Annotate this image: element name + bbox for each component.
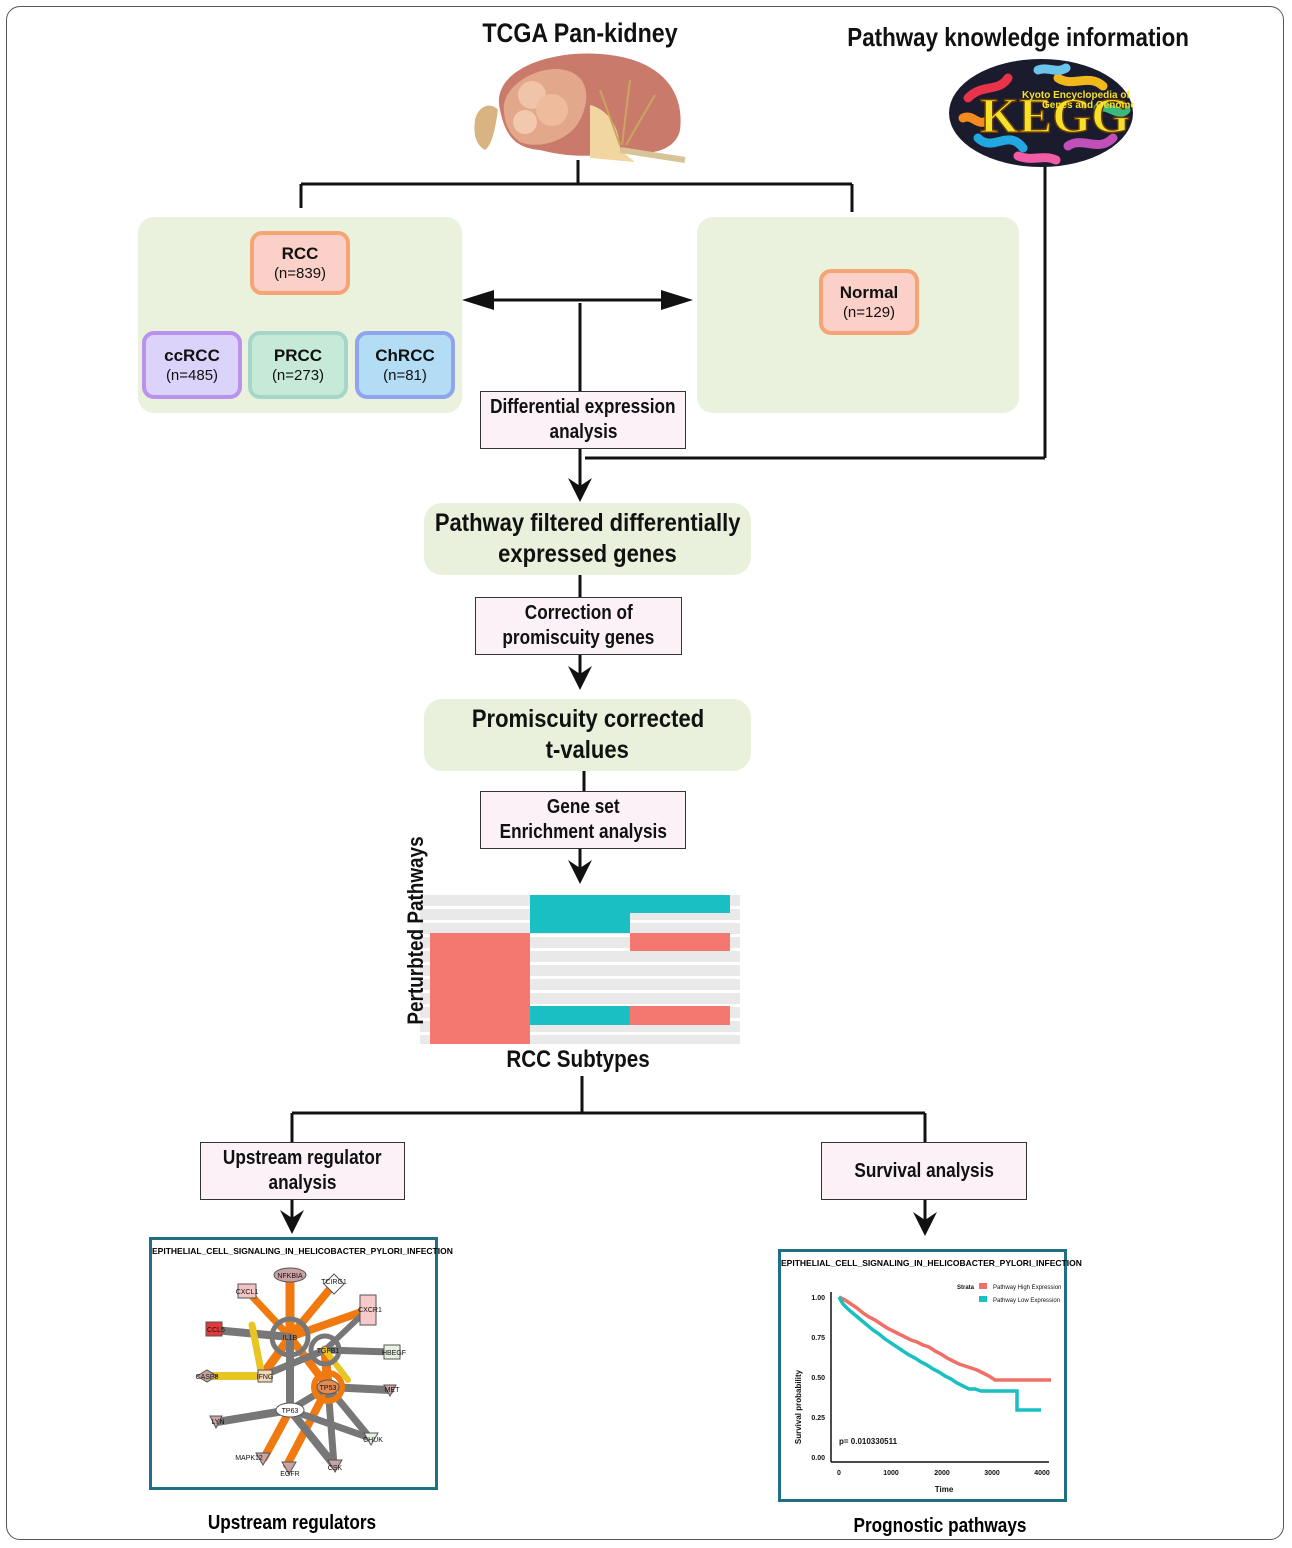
upstream-regulator-box: Upstream regulator analysis: [200, 1142, 405, 1200]
network-node: LYN: [211, 1419, 224, 1426]
heatmap-cell-red: [430, 933, 530, 1044]
network-node: CASP8: [196, 1374, 219, 1381]
prcc-count: (n=273): [271, 366, 325, 384]
gene-set-line2: Enrichment analysis: [499, 821, 667, 843]
y-tick-label: 0.75: [811, 1335, 825, 1342]
kidney-illustration: [474, 53, 686, 163]
x-tick-label: 1000: [883, 1470, 899, 1477]
heatmap-cell-teal: [530, 913, 630, 933]
normal-name: Normal: [839, 282, 899, 302]
network-node: TCIRG1: [321, 1279, 347, 1286]
heatmap-ylabel: Perturbted Pathways: [403, 836, 428, 1025]
network-panel: EPITHELIAL_CELL_SIGNALING_IN_HELICOBACTE…: [149, 1237, 453, 1490]
survival-panel: EPITHELIAL_CELL_SIGNALING_IN_HELICOBACTE…: [778, 1249, 1082, 1502]
ccrcc-cohort-box: ccRCC (n=485): [142, 331, 242, 399]
pathway-knowledge-title: Pathway knowledge information: [847, 22, 1189, 52]
x-tick-label: 3000: [984, 1470, 1000, 1477]
heatmap-xlabel: RCC Subtypes: [506, 1046, 650, 1073]
kegg-letters: KEGG: [980, 87, 1130, 143]
legend-swatch-low: [979, 1296, 987, 1302]
network-graph: NFKBIA TCIRG1 CXCL1 CXCR1 CCL5 IL1B TGFB…: [196, 1267, 406, 1478]
y-tick-label: 1.00: [811, 1295, 825, 1302]
network-title: EPITHELIAL_CELL_SIGNALING_IN_HELICOBACTE…: [152, 1246, 453, 1256]
kegg-logo: KEGG Kyoto Encyclopedia of Genes and Gen…: [949, 59, 1134, 167]
network-node: CCL5: [207, 1327, 225, 1334]
x-tick-label: 4000: [1034, 1470, 1050, 1477]
correction-line1: Correction of: [524, 602, 633, 624]
survival-caption: Prognostic pathways: [853, 1515, 1027, 1537]
network-node: NFKBIA: [277, 1273, 303, 1280]
tcga-title: TCGA Pan-kidney: [482, 18, 678, 48]
survival-curve-high: [838, 1295, 1051, 1382]
correction-box: Correction of promiscuity genes: [475, 597, 682, 655]
survival-line1: Survival analysis: [854, 1159, 994, 1182]
survival-legend-low: Pathway Low Expression: [993, 1298, 1060, 1304]
pathway-filtered-pill: Pathway filtered differentially expresse…: [424, 503, 751, 575]
survival-ylabel: Survival probability: [794, 1369, 803, 1444]
y-tick-label: 0.00: [811, 1455, 825, 1462]
network-node: TP53: [320, 1385, 337, 1392]
heatmap-cell-red: [630, 933, 730, 951]
gene-set-box: Gene set Enrichment analysis: [480, 791, 686, 849]
pathway-filtered-line1: Pathway filtered differentially: [434, 509, 741, 537]
rcc-cohort-box: RCC (n=839): [250, 231, 350, 295]
upstream-line1: Upstream regulator: [223, 1147, 382, 1169]
network-caption: Upstream regulators: [207, 1512, 377, 1534]
x-tick-label: 2000: [934, 1470, 950, 1477]
pathway-filtered-line2: expressed genes: [498, 540, 677, 568]
network-node: EGFR: [280, 1471, 299, 1478]
y-tick-label: 0.25: [811, 1415, 825, 1422]
heatmap-cell-teal: [530, 1006, 630, 1025]
normal-cohort-box: Normal (n=129): [819, 269, 919, 335]
survival-pvalue: p= 0.010330511: [839, 1437, 898, 1446]
network-node: TP63: [282, 1408, 299, 1415]
network-node: TGFB1: [317, 1348, 340, 1355]
heatmap-cell-teal: [530, 895, 730, 913]
promiscuity-corrected-pill: Promiscuity corrected t-values: [424, 699, 751, 771]
heatmap-cell-red: [630, 1006, 730, 1025]
network-node: CSK: [328, 1465, 343, 1472]
y-tick-label: 0.50: [811, 1375, 825, 1382]
network-node: CXCL1: [236, 1289, 259, 1296]
network-node: CXCR1: [358, 1307, 382, 1314]
upstream-line2: analysis: [268, 1172, 337, 1194]
network-node: MAPK12: [235, 1455, 263, 1462]
prcc-name: PRCC: [273, 345, 323, 365]
rcc-name: RCC: [281, 243, 319, 263]
kegg-subtitle-1: Kyoto Encyclopedia of: [1022, 90, 1130, 101]
differential-expression-line1: Differential expression: [490, 396, 676, 418]
survival-legend-title: Strata: [957, 1285, 975, 1291]
survival-xlabel: Time: [935, 1485, 954, 1494]
network-node: MET: [385, 1387, 401, 1394]
chrcc-count: (n=81): [383, 366, 427, 384]
ccrcc-count: (n=485): [165, 366, 219, 384]
survival-plot: Strata Pathway High Expression Pathway L…: [794, 1283, 1061, 1494]
chrcc-name: ChRCC: [375, 345, 435, 365]
network-node: IFNG: [257, 1374, 274, 1381]
kegg-subtitle-2: Genes and Genomes: [1042, 100, 1134, 111]
figure-frame: [6, 6, 1284, 1540]
legend-swatch-high: [979, 1283, 987, 1289]
promiscuity-corrected-line2: t-values: [545, 736, 630, 764]
chrcc-cohort-box: ChRCC (n=81): [355, 331, 455, 399]
survival-legend-high: Pathway High Expression: [993, 1285, 1061, 1291]
network-node: IL1B: [283, 1335, 298, 1342]
network-node: CHUK: [363, 1437, 383, 1444]
normal-count: (n=129): [842, 303, 896, 321]
ccrcc-name: ccRCC: [164, 345, 220, 365]
pathway-heatmap: [420, 895, 740, 1044]
differential-expression-box: Differential expression analysis: [480, 391, 686, 449]
survival-analysis-box: Survival analysis: [821, 1142, 1027, 1200]
x-tick-label: 0: [837, 1470, 841, 1477]
differential-expression-line2: analysis: [549, 421, 617, 443]
survival-title: EPITHELIAL_CELL_SIGNALING_IN_HELICOBACTE…: [781, 1258, 1082, 1268]
rcc-count: (n=839): [273, 264, 327, 282]
gene-set-line1: Gene set: [546, 796, 620, 818]
correction-line2: promiscuity genes: [502, 627, 655, 649]
network-node: HBEGF: [382, 1350, 406, 1357]
survival-curve-low: [837, 1296, 1041, 1412]
promiscuity-corrected-line1: Promiscuity corrected: [471, 705, 704, 733]
prcc-cohort-box: PRCC (n=273): [248, 331, 348, 399]
